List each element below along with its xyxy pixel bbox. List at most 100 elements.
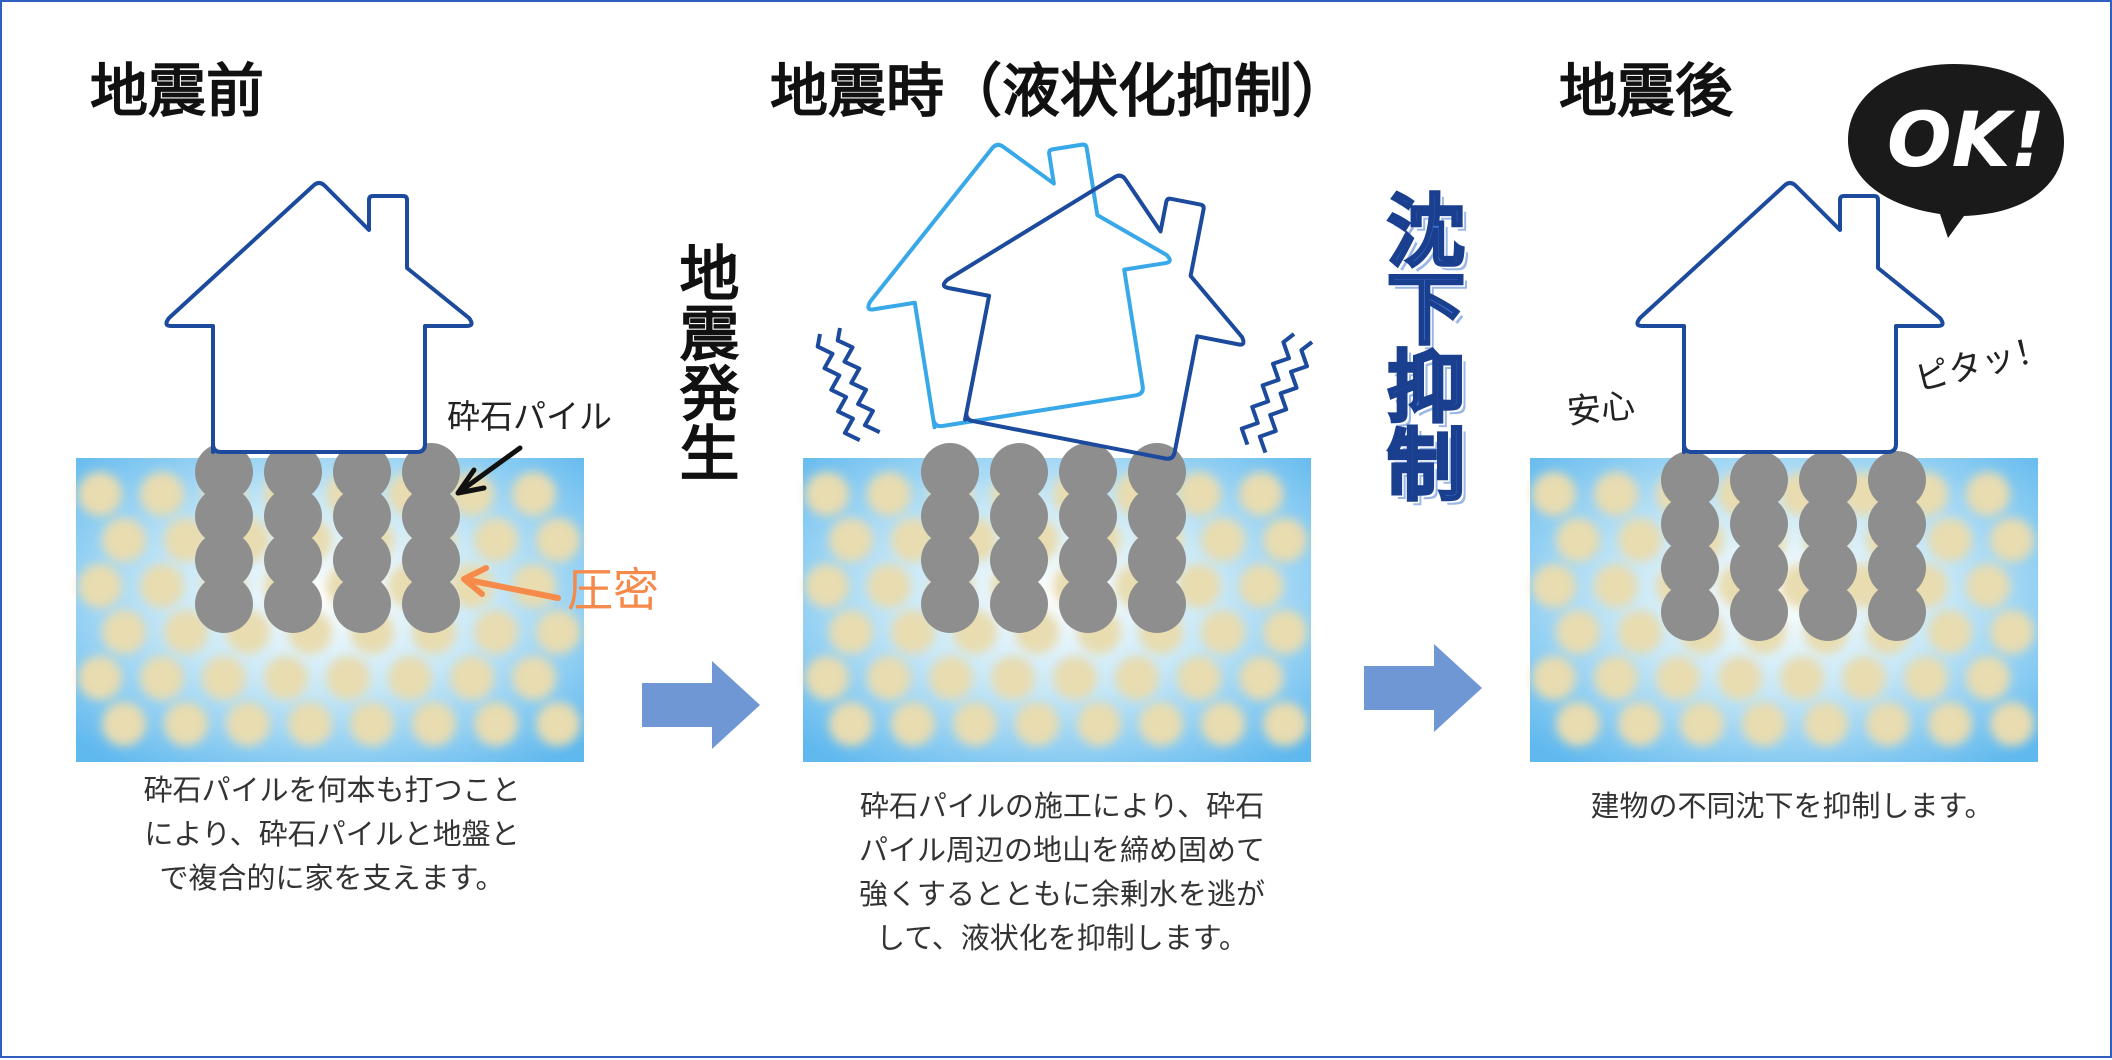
gravel-pile	[1059, 443, 1117, 633]
gravel-pile	[264, 443, 322, 633]
sand-particle	[1556, 702, 1600, 746]
compaction-pointer-line	[465, 577, 561, 601]
gravel-pile	[1799, 451, 1857, 641]
sand-particle	[1201, 518, 1245, 562]
gravel-pile	[402, 443, 460, 633]
caption-line: して、液状化を抑制します。	[876, 921, 1248, 955]
pile-stone	[195, 575, 253, 633]
sand-particle	[78, 656, 122, 700]
pile-stone	[1868, 495, 1926, 553]
sand-particle	[1780, 656, 1824, 700]
pile-stone	[1128, 575, 1186, 633]
arrow-right	[642, 661, 760, 749]
pile-stone	[1799, 495, 1857, 553]
caption-line: 強くするとともに余剰水を逃が	[858, 877, 1265, 911]
sand-particle	[450, 472, 494, 516]
caption-line: 建物の不同沈下を抑制します。	[1590, 789, 1994, 823]
sand-particle	[288, 702, 332, 746]
shake-mark-icon	[1257, 340, 1314, 454]
sand-particle	[78, 564, 122, 608]
sand-particle	[1077, 702, 1121, 746]
stage-title-during: 地震時（液状化抑制）	[770, 57, 1351, 125]
sand-particle	[1966, 472, 2010, 516]
ok-bubble-text: OK!	[1887, 95, 2046, 184]
sand-particle	[1618, 518, 1662, 562]
sand-particle	[350, 702, 394, 746]
sand-particle	[1556, 610, 1600, 654]
stage-title-before: 地震前	[90, 57, 265, 125]
sand-particle	[512, 472, 556, 516]
pile-pointer-line	[459, 445, 523, 493]
sand-particle	[1966, 656, 2010, 700]
sand-particle	[1718, 656, 1762, 700]
sand-particle	[1263, 702, 1307, 746]
sand-particle	[1804, 702, 1848, 746]
caption-line: により、砕石パイルと地盤と	[144, 817, 520, 851]
pile-stone	[1868, 539, 1926, 597]
sand-particle	[1263, 518, 1307, 562]
pile-stone	[1128, 487, 1186, 545]
sand-particle	[1904, 656, 1948, 700]
gravel-pile	[990, 443, 1048, 633]
sand-particle	[102, 610, 146, 654]
pile-stone	[1868, 583, 1926, 641]
caption-after: 建物の不同沈下を抑制します。	[1522, 784, 2062, 828]
pile-stone	[333, 531, 391, 589]
sand-particle	[1556, 518, 1600, 562]
quake-occurs-label: 地震発生	[669, 242, 739, 482]
pile-stone	[1799, 451, 1857, 509]
pile-stone	[402, 443, 460, 501]
pile-stone	[333, 487, 391, 545]
sand-particle	[829, 518, 873, 562]
pile-stone	[264, 487, 322, 545]
sand-particle	[929, 656, 973, 700]
sand-particle	[1139, 702, 1183, 746]
sand-particle	[1990, 702, 2034, 746]
pile-stone	[921, 443, 979, 501]
compaction-label: 圧密	[567, 563, 659, 617]
sand-particle	[1742, 702, 1786, 746]
sand-particle	[140, 472, 184, 516]
sand-particle	[891, 610, 935, 654]
house-before	[164, 181, 474, 454]
sand-particle	[1928, 702, 1972, 746]
pile-stone	[1730, 539, 1788, 597]
sand-particle	[867, 472, 911, 516]
sand-particle	[326, 656, 370, 700]
sand-particle	[1053, 656, 1097, 700]
pile-stone	[1059, 443, 1117, 501]
sand-particle	[991, 656, 1035, 700]
sand-particle	[226, 702, 270, 746]
sand-particle	[1680, 702, 1724, 746]
pile-stone	[1059, 575, 1117, 633]
pile-label: 砕石パイル	[447, 397, 612, 436]
sand-particle	[102, 518, 146, 562]
sand-particle	[102, 702, 146, 746]
sand-particle	[1015, 702, 1059, 746]
pile-stone	[195, 487, 253, 545]
sand-particle	[1177, 656, 1221, 700]
house-tilted-light	[866, 142, 1172, 430]
gravel-pile	[1730, 451, 1788, 641]
pile-stone	[1128, 531, 1186, 589]
sand-particle	[805, 564, 849, 608]
pile-stone	[1868, 451, 1926, 509]
relief-remark: 安心	[1565, 385, 1637, 433]
shake-mark-icon	[815, 333, 861, 442]
pile-stone	[990, 487, 1048, 545]
caption-line: 砕石パイルを何本も打つこと	[143, 773, 521, 807]
sand-particle	[1618, 702, 1662, 746]
sand-particle	[164, 702, 208, 746]
pile-stone	[195, 443, 253, 501]
pile-stone	[1799, 539, 1857, 597]
stage-title-after: 地震後	[1559, 57, 1734, 125]
sand-particle	[1115, 656, 1159, 700]
pile-stone	[264, 531, 322, 589]
sand-particle	[867, 656, 911, 700]
gravel-pile	[1868, 451, 1926, 641]
sand-particle	[78, 472, 122, 516]
sand-particle	[1928, 610, 1972, 654]
sand-particle	[1594, 656, 1638, 700]
